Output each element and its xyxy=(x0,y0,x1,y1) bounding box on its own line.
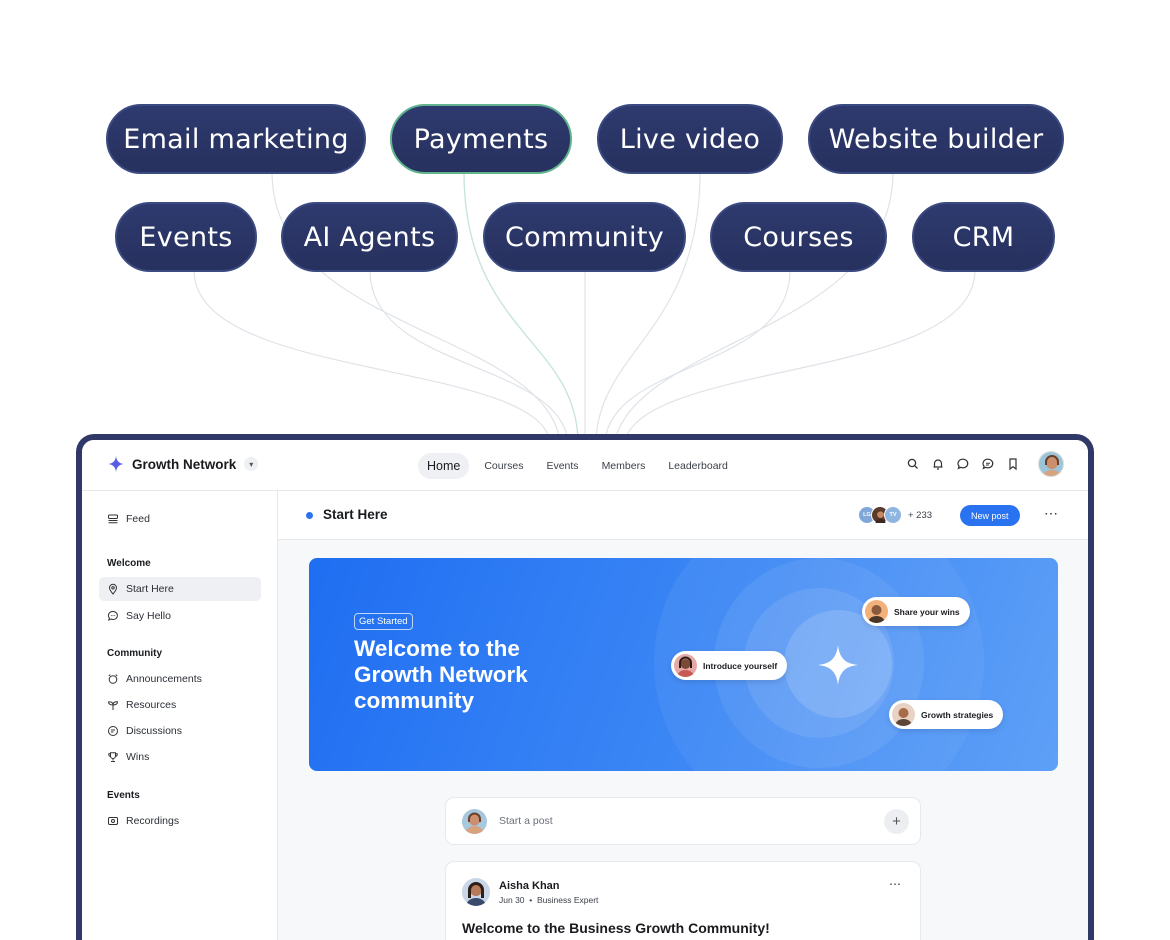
location-pin-icon xyxy=(108,583,118,595)
feature-pill-payments[interactable]: Payments xyxy=(390,104,572,174)
alarm-icon xyxy=(108,674,118,684)
sidebar-heading-welcome: Welcome xyxy=(107,558,151,569)
feature-pill-community[interactable]: Community xyxy=(483,202,686,272)
chip-share-wins[interactable]: Share your wins xyxy=(862,597,970,626)
post-composer[interactable]: Start a post + xyxy=(445,797,921,845)
sidebar-item-resources[interactable]: Resources xyxy=(99,693,261,717)
sidebar-heading-community: Community xyxy=(107,648,162,659)
chip-label: Growth strategies xyxy=(921,709,994,720)
sidebar-item-label: Wins xyxy=(126,751,150,763)
welcome-banner: Get Started Welcome to the Growth Networ… xyxy=(309,558,1058,771)
top-navbar: Growth Network ▾ Home Courses Events Mem… xyxy=(82,440,1088,491)
new-post-button[interactable]: New post xyxy=(960,505,1020,526)
sidebar-item-announcements[interactable]: Announcements xyxy=(99,667,261,691)
brand-name: Growth Network xyxy=(132,456,237,472)
sidebar-item-feed[interactable]: Feed xyxy=(99,507,261,531)
member-count: + 233 xyxy=(908,509,933,521)
sparkle-icon xyxy=(818,645,858,685)
member-avatar: TV xyxy=(884,506,902,524)
feature-pill-events[interactable]: Events xyxy=(115,202,257,272)
sidebar-item-label: Feed xyxy=(126,513,150,525)
recording-icon xyxy=(108,817,118,825)
feature-pill-website-builder[interactable]: Website builder xyxy=(808,104,1064,174)
trophy-icon xyxy=(108,752,118,762)
messages-icon[interactable] xyxy=(981,457,995,471)
post-date: Jun 30 xyxy=(499,895,525,905)
nav-members[interactable]: Members xyxy=(601,460,646,472)
chat-icon[interactable] xyxy=(956,457,970,471)
avatar xyxy=(462,878,490,906)
user-avatar[interactable] xyxy=(1038,451,1064,477)
discussion-icon xyxy=(108,726,118,736)
post-meta: Jun 30 • Business Expert xyxy=(499,895,599,905)
main-nav: Home Courses Events Members Leaderboard xyxy=(418,453,743,479)
sidebar-item-discussions[interactable]: Discussions xyxy=(99,719,261,743)
post-more-icon[interactable]: ⋯ xyxy=(889,877,902,891)
sidebar-item-label: Resources xyxy=(126,699,177,711)
feature-pill-ai-agents[interactable]: AI Agents xyxy=(281,202,458,272)
sidebar-item-recordings[interactable]: Recordings xyxy=(99,809,261,833)
space-header: Start Here LG TV + 233 New post ⋯ xyxy=(278,491,1088,540)
avatar xyxy=(865,600,888,623)
bell-icon[interactable] xyxy=(931,457,945,471)
bookmark-icon[interactable] xyxy=(1006,457,1020,471)
nav-courses[interactable]: Courses xyxy=(484,460,524,472)
sidebar-item-label: Start Here xyxy=(126,583,174,595)
page-title: Start Here xyxy=(323,507,388,522)
feed-icon xyxy=(108,514,118,524)
post-author[interactable]: Aisha Khan xyxy=(499,880,560,892)
search-icon[interactable] xyxy=(906,457,920,471)
chip-growth-strategies[interactable]: Growth strategies xyxy=(889,700,1004,729)
post-title[interactable]: Welcome to the Business Growth Community… xyxy=(462,920,770,936)
get-started-tag: Get Started xyxy=(354,613,413,630)
plus-icon[interactable]: + xyxy=(884,809,909,834)
avatar xyxy=(892,703,915,726)
avatar xyxy=(674,654,697,677)
member-avatars[interactable]: LG TV + 233 xyxy=(858,506,932,524)
banner-title: Welcome to the Growth Network community xyxy=(354,636,528,713)
post-card[interactable]: Aisha Khan Jun 30 • Business Expert ⋯ We… xyxy=(445,861,921,940)
avatar xyxy=(462,809,487,834)
app-window: Growth Network ▾ Home Courses Events Mem… xyxy=(76,434,1094,940)
sidebar: Feed Welcome Start Here Say Hello Commun… xyxy=(82,491,278,940)
brand-switcher[interactable]: Growth Network ▾ xyxy=(108,456,259,472)
feature-pill-courses[interactable]: Courses xyxy=(710,202,887,272)
more-options-icon[interactable]: ⋯ xyxy=(1044,505,1059,521)
sidebar-item-label: Discussions xyxy=(126,725,183,737)
feature-pill-crm[interactable]: CRM xyxy=(912,202,1055,272)
chip-label: Share your wins xyxy=(894,606,960,617)
sidebar-item-wins[interactable]: Wins xyxy=(99,745,261,769)
feature-pill-email-marketing[interactable]: Email marketing xyxy=(106,104,366,174)
chip-introduce-yourself[interactable]: Introduce yourself xyxy=(671,651,788,680)
space-status-dot xyxy=(306,512,313,519)
feature-pill-live-video[interactable]: Live video xyxy=(597,104,783,174)
sidebar-item-start-here[interactable]: Start Here xyxy=(99,577,261,601)
chip-label: Introduce yourself xyxy=(703,660,778,671)
sidebar-heading-events: Events xyxy=(107,790,140,801)
sidebar-item-label: Say Hello xyxy=(126,610,171,622)
main-content: Start Here LG TV + 233 New post ⋯ Get St… xyxy=(278,491,1088,940)
sidebar-item-label: Announcements xyxy=(126,673,202,685)
sprout-icon xyxy=(107,701,119,710)
nav-home[interactable]: Home xyxy=(418,453,470,479)
post-role: Business Expert xyxy=(536,895,599,905)
nav-events[interactable]: Events xyxy=(546,460,579,472)
chat-bubble-icon xyxy=(107,610,118,621)
nav-leaderboard[interactable]: Leaderboard xyxy=(668,460,728,472)
sidebar-item-say-hello[interactable]: Say Hello xyxy=(99,604,261,628)
sparkle-logo-icon xyxy=(108,456,124,472)
start-post-input[interactable]: Start a post xyxy=(499,815,553,827)
sidebar-item-label: Recordings xyxy=(126,815,180,827)
chevron-down-icon[interactable]: ▾ xyxy=(244,457,259,471)
